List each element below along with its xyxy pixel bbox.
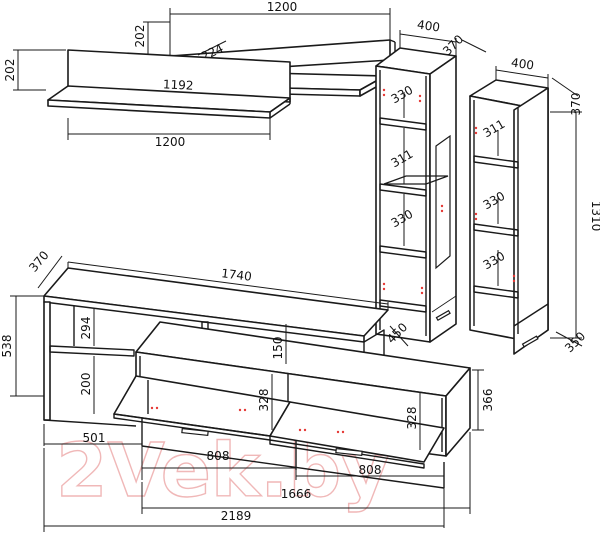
dim-right-cabinet-base: 350 [562,329,588,355]
dim-lower-unit-width: 1666 [281,487,312,501]
dim-right-cabinet-height: 1310 [589,201,600,232]
dim-top-shelf-width: 1200 [267,0,298,14]
dim-drawer-right-width: 808 [359,463,382,477]
dim-tv-stand-top-width: 1740 [220,266,252,284]
dim-right-cabinet-depth: 370 [569,93,583,116]
dim-drawer-left-height: 328 [257,389,271,412]
dim-top-shelf-height: 202 [133,25,147,48]
dim-tv-stand-side-height: 366 [481,389,495,412]
tv-stand-dims [10,255,484,532]
right-cabinet [469,79,549,355]
dim-drawer-left-width: 808 [207,449,230,463]
dim-tv-stand-lower-niche: 200 [79,373,93,396]
dim-tv-stand-mid-niche: 150 [271,337,285,360]
left-cabinet-dims [399,30,487,246]
left-cabinet-markers [382,88,444,295]
dim-total-width: 2189 [221,509,252,523]
dim-wall-shelf-inner-width: 1192 [163,77,194,93]
wall-shelf [47,49,291,119]
dim-wall-shelf-height: 202 [3,59,17,82]
tv-stand [43,267,471,489]
dim-left-section-width: 501 [83,431,106,445]
right-cabinet-dims [495,66,583,347]
dim-tv-stand-depth: 370 [26,248,51,275]
dim-left-cabinet-width: 400 [416,18,441,35]
dim-wall-shelf-width: 1200 [155,135,186,149]
dim-tv-stand-height: 538 [0,335,14,358]
tv-stand-markers [150,406,345,434]
top-shelf-dims [143,8,391,57]
dim-tv-stand-upper-niche: 294 [79,317,93,340]
dim-right-cabinet-width: 400 [510,56,535,73]
wall-shelf-dims [13,49,271,140]
right-cabinet-markers [474,126,516,283]
dim-drawer-right-height: 328 [405,407,419,430]
left-cabinet [375,47,457,343]
